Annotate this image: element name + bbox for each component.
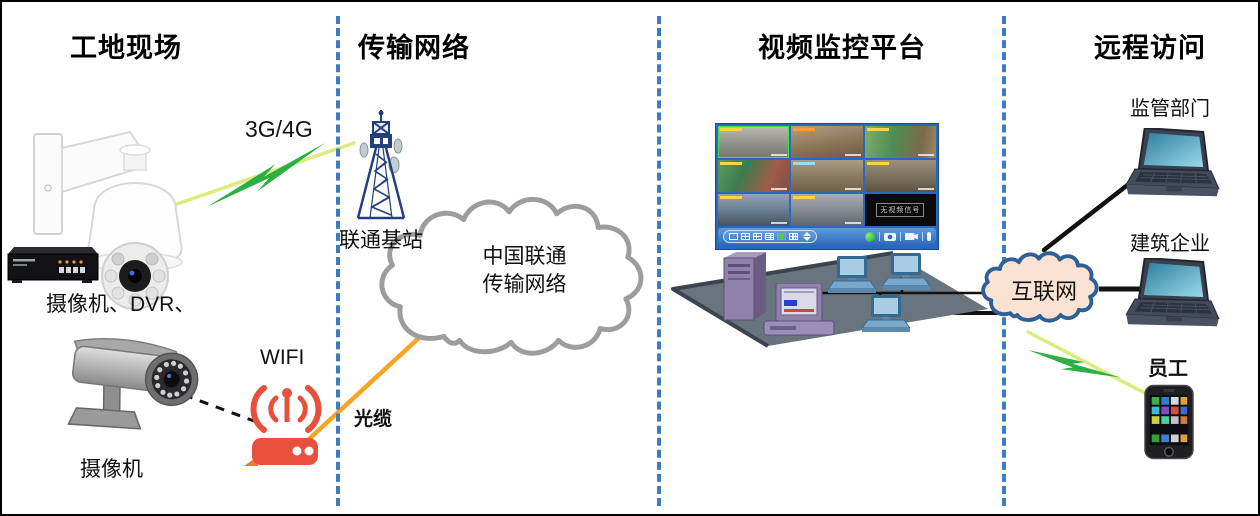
ptz-control-icon [865, 231, 875, 242]
layout-6-icon [753, 233, 762, 240]
enterprise-label: 建筑企业 [1130, 233, 1210, 255]
bullet-camera [58, 322, 203, 455]
section-title-remote: 远程访问 [1094, 33, 1206, 63]
camera-grid: 无视频信号 [718, 126, 936, 226]
layout-4-icon [741, 233, 750, 240]
layout-16-icon [789, 233, 798, 240]
wifi-router-icon [242, 382, 330, 479]
monitor-toolbar [718, 228, 936, 245]
bullet-camera-label: 摄像机 [80, 458, 143, 481]
cloud-name-line1: 中国联通 [482, 245, 567, 268]
microphone-icon [927, 232, 931, 241]
link-fiber-line [305, 321, 437, 443]
internet-label: 互联网 [1010, 279, 1077, 304]
wifi-label: WIFI [260, 346, 305, 369]
operator-workstation [762, 282, 836, 344]
dvr-device [4, 242, 100, 292]
camera-feed-5 [791, 160, 863, 192]
smartphone-employee [1144, 384, 1194, 465]
layout-8-icon [765, 233, 774, 240]
cloud-name-line2: 传输网络 [482, 273, 567, 296]
link-internet-regulator [1041, 177, 1137, 253]
section-title-platform: 视频监控平台 [758, 33, 926, 63]
section-title-network: 传输网络 [358, 33, 470, 63]
employee-label: 员工 [1148, 358, 1188, 380]
camera-feed-8 [791, 194, 863, 226]
laptop-regulator [1124, 126, 1220, 211]
camera-feed-2 [791, 126, 863, 158]
page-updown-icon [803, 232, 811, 241]
client-computer-2 [881, 253, 931, 296]
layout-9-icon [777, 233, 786, 240]
ptz-dome-camera [28, 126, 188, 326]
section-divider-1 [336, 16, 340, 506]
camera-feed-7 [718, 194, 790, 226]
record-icon [905, 233, 918, 240]
layout-1-icon [729, 233, 738, 240]
link-3g4g-wireless [172, 141, 356, 207]
laptop-enterprise [1124, 256, 1220, 341]
monitor-wall: 无视频信号 [715, 123, 939, 250]
base-station-label: 联通基站 [339, 229, 423, 252]
link-3g4g-label: 3G/4G [245, 116, 313, 142]
camera-feed-9-no-signal: 无视频信号 [864, 194, 936, 226]
camera-feed-3 [864, 126, 936, 158]
camera-dvr-label: 摄像机、DVR、 [46, 293, 196, 316]
server-tower [718, 250, 772, 329]
camera-feed-6 [864, 160, 936, 192]
transmission-cloud-label: 中国联通 传输网络 [442, 243, 607, 299]
link-internet-employee-wireless [1026, 330, 1162, 403]
camera-feed-4 [718, 160, 790, 192]
regulator-label: 监管部门 [1130, 98, 1210, 120]
base-station-tower [346, 108, 416, 228]
fiber-label: 光缆 [354, 409, 393, 430]
no-signal-label: 无视频信号 [876, 203, 925, 217]
client-computer-3 [861, 295, 911, 338]
section-divider-2 [657, 16, 661, 506]
client-computer-1 [827, 256, 877, 299]
section-title-site: 工地现场 [70, 33, 182, 63]
layout-switcher [723, 230, 817, 243]
snapshot-icon [884, 232, 896, 241]
camera-feed-1 [718, 126, 790, 158]
